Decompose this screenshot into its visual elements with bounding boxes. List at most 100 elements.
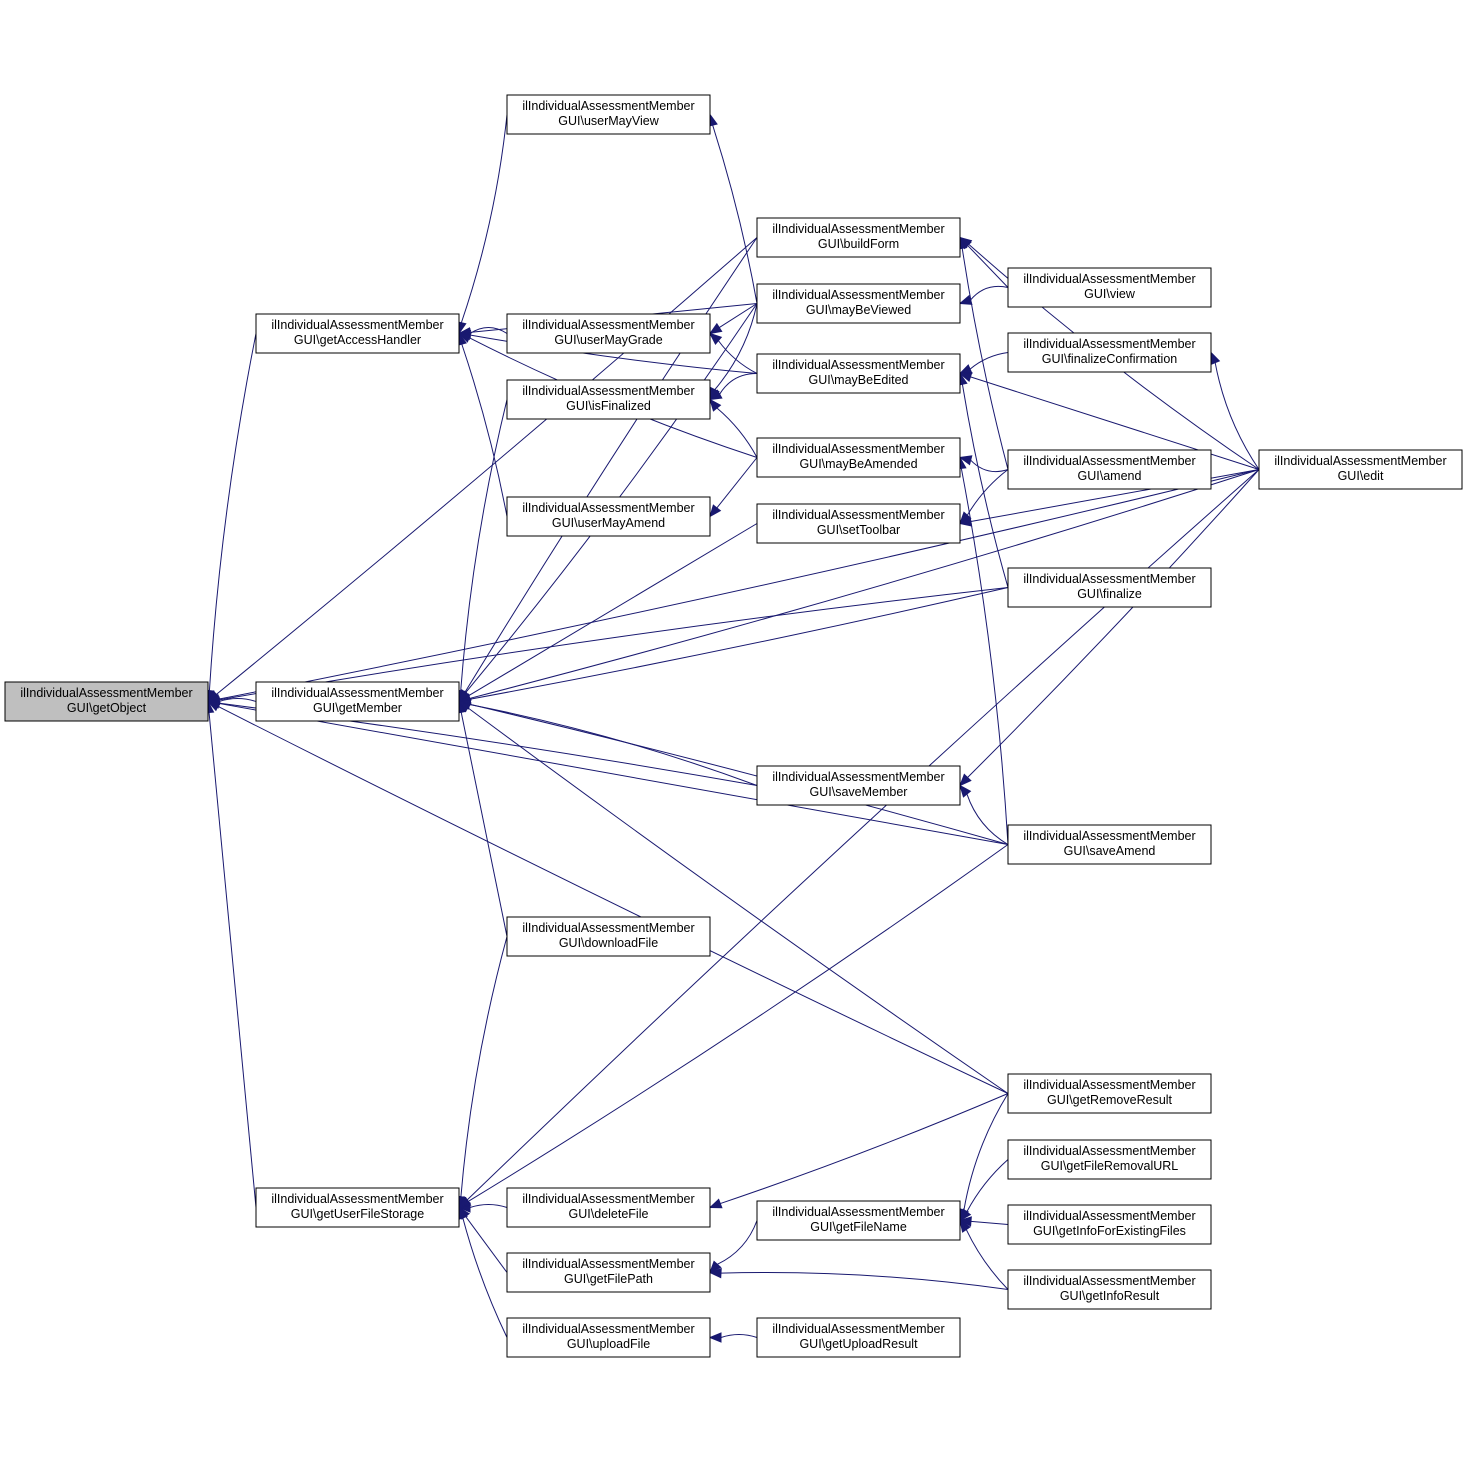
edge-line <box>465 1216 508 1273</box>
node-getUploadResult[interactable]: ilIndividualAssessmentMemberGUI\getUploa… <box>756 1317 961 1358</box>
edge-mayBeEdited-to-userMayGrade <box>708 332 758 374</box>
node-box <box>756 217 961 258</box>
node-class-label: ilIndividualAssessmentMember <box>772 1322 944 1336</box>
edge-line <box>961 248 1009 470</box>
node-box <box>506 1317 711 1358</box>
edge-mayBeViewed-to-userMayView <box>707 113 758 304</box>
node-getMember[interactable]: ilIndividualAssessmentMemberGUI\getMembe… <box>255 681 460 722</box>
node-box <box>1007 332 1212 373</box>
node-class-label: ilIndividualAssessmentMember <box>522 318 694 332</box>
edge-line <box>217 705 1009 1094</box>
node-method-label: GUI\getAccessHandler <box>294 333 421 347</box>
edge-mayBeAmended-to-userMayAmend <box>709 457 758 518</box>
node-saveAmend[interactable]: ilIndividualAssessmentMemberGUI\saveAmen… <box>1007 824 1212 865</box>
node-class-label: ilIndividualAssessmentMember <box>1023 1144 1195 1158</box>
edge-line <box>216 237 758 695</box>
node-mayBeEdited[interactable]: ilIndividualAssessmentMemberGUI\mayBeEdi… <box>756 353 961 394</box>
node-class-label: ilIndividualAssessmentMember <box>20 686 192 700</box>
edge-line <box>720 1334 758 1338</box>
edge-edit-to-finalizeConfirmation <box>1210 351 1260 470</box>
node-mayBeAmended[interactable]: ilIndividualAssessmentMemberGUI\mayBeAme… <box>756 437 961 478</box>
node-getRemoveResult[interactable]: ilIndividualAssessmentMemberGUI\getRemov… <box>1007 1073 1212 1114</box>
edge-line <box>719 372 758 395</box>
node-method-label: GUI\buildForm <box>818 237 899 251</box>
node-uploadFile[interactable]: ilIndividualAssessmentMemberGUI\uploadFi… <box>506 1317 711 1358</box>
node-getFileName[interactable]: ilIndividualAssessmentMemberGUI\getFileN… <box>756 1200 961 1241</box>
node-getAccessHandler[interactable]: ilIndividualAssessmentMemberGUI\getAcces… <box>255 313 460 354</box>
node-method-label: GUI\mayBeEdited <box>808 373 908 387</box>
node-class-label: ilIndividualAssessmentMember <box>522 384 694 398</box>
edge-getUserFileStorage-to-getObject <box>203 700 257 1208</box>
node-class-label: ilIndividualAssessmentMember <box>522 501 694 515</box>
node-getInfoForExistingFiles[interactable]: ilIndividualAssessmentMemberGUI\getInfoF… <box>1007 1204 1212 1245</box>
node-method-label: GUI\deleteFile <box>569 1207 649 1221</box>
node-mayBeViewed[interactable]: ilIndividualAssessmentMemberGUI\mayBeVie… <box>756 283 961 324</box>
edge-line <box>218 702 1009 845</box>
node-method-label: GUI\view <box>1084 287 1136 301</box>
node-method-label: GUI\userMayGrade <box>554 333 662 347</box>
edge-mayBeViewed-to-userMayGrade <box>708 303 758 335</box>
node-getUserFileStorage[interactable]: ilIndividualAssessmentMemberGUI\getUserF… <box>255 1187 460 1228</box>
arrowhead <box>708 322 723 335</box>
arrowhead <box>958 294 973 305</box>
edge-line <box>462 1217 508 1338</box>
edge-userMayView-to-getAccessHandler <box>456 114 508 335</box>
edge-getRemoveResult-to-getMember <box>457 700 1009 1094</box>
edge-line <box>719 303 758 329</box>
node-class-label: ilIndividualAssessmentMember <box>1274 454 1446 468</box>
edge-line <box>966 469 1009 516</box>
node-setToolbar[interactable]: ilIndividualAssessmentMemberGUI\setToolb… <box>756 503 961 544</box>
node-saveMember[interactable]: ilIndividualAssessmentMemberGUI\saveMemb… <box>756 765 961 806</box>
edge-line <box>460 399 508 691</box>
edge-amend-to-setToolbar <box>959 469 1009 525</box>
node-getFilePath[interactable]: ilIndividualAssessmentMemberGUI\getFileP… <box>506 1252 711 1293</box>
node-class-label: ilIndividualAssessmentMember <box>1023 1209 1195 1223</box>
edge-buildForm-to-getObject <box>206 237 758 703</box>
edge-line <box>970 285 1009 301</box>
node-getObject[interactable]: ilIndividualAssessmentMemberGUI\getObjec… <box>4 681 209 722</box>
node-getFileRemovalURL[interactable]: ilIndividualAssessmentMemberGUI\getFileR… <box>1007 1139 1212 1180</box>
edge-line <box>970 459 1009 473</box>
node-getInfoResult[interactable]: ilIndividualAssessmentMemberGUI\getInfoR… <box>1007 1269 1212 1310</box>
node-downloadFile[interactable]: ilIndividualAssessmentMemberGUI\download… <box>506 916 711 957</box>
edge-line <box>966 793 1009 845</box>
node-class-label: ilIndividualAssessmentMember <box>522 1322 694 1336</box>
node-box <box>255 313 460 354</box>
edge-line <box>218 587 1009 701</box>
node-class-label: ilIndividualAssessmentMember <box>772 508 944 522</box>
node-buildForm[interactable]: ilIndividualAssessmentMemberGUI\buildFor… <box>756 217 961 258</box>
node-deleteFile[interactable]: ilIndividualAssessmentMemberGUI\deleteFi… <box>506 1187 711 1228</box>
edge-getInfoResult-to-getFileName <box>959 1219 1009 1290</box>
edge-getFileName-to-getFilePath <box>709 1220 758 1274</box>
arrowhead <box>457 700 472 713</box>
node-method-label: GUI\finalizeConfirmation <box>1042 352 1178 366</box>
edge-buildForm-to-getMember <box>458 237 758 703</box>
node-finalizeConfirmation[interactable]: ilIndividualAssessmentMemberGUI\finalize… <box>1007 332 1212 373</box>
arrowhead <box>958 455 973 466</box>
edge-line <box>469 1204 508 1208</box>
node-method-label: GUI\userMayAmend <box>552 516 665 530</box>
node-method-label: GUI\getFilePath <box>564 1272 653 1286</box>
node-box <box>1007 267 1212 308</box>
node-userMayAmend[interactable]: ilIndividualAssessmentMemberGUI\userMayA… <box>506 496 711 537</box>
node-isFinalized[interactable]: ilIndividualAssessmentMemberGUI\isFinali… <box>506 379 711 420</box>
node-userMayView[interactable]: ilIndividualAssessmentMemberGUI\userMayV… <box>506 94 711 135</box>
edge-line <box>966 1159 1009 1213</box>
node-method-label: GUI\getInfoResult <box>1060 1289 1160 1303</box>
node-box <box>506 313 711 354</box>
edge-line <box>464 237 758 693</box>
arrowhead <box>959 773 972 787</box>
edge-line <box>720 1272 1009 1290</box>
node-method-label: GUI\getUserFileStorage <box>291 1207 424 1221</box>
node-class-label: ilIndividualAssessmentMember <box>772 770 944 784</box>
node-method-label: GUI\getFileName <box>810 1220 907 1234</box>
node-method-label: GUI\setToolbar <box>817 523 900 537</box>
node-box <box>756 503 961 544</box>
edge-line <box>460 114 508 323</box>
node-userMayGrade[interactable]: ilIndividualAssessmentMemberGUI\userMayG… <box>506 313 711 354</box>
edge-line <box>970 469 1260 523</box>
